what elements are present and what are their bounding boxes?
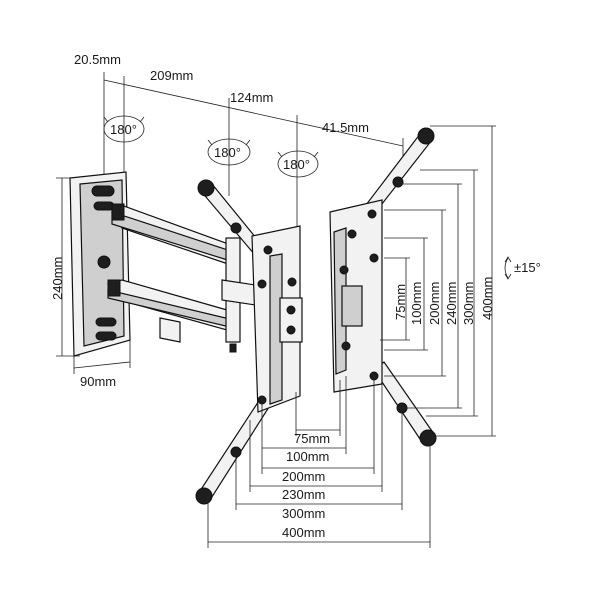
rotation-arrow-icon <box>103 115 145 143</box>
arm-end-cap-icon <box>419 429 437 447</box>
rotation-label-3: 180° <box>283 157 310 172</box>
rotation-arrowhead-icon <box>277 151 319 158</box>
rail-hole-icon <box>287 277 297 287</box>
cable-clip <box>159 317 181 343</box>
tilt-screw-icon <box>286 325 296 335</box>
wall-slot-top-icon <box>91 185 115 197</box>
tilt-arrowhead-icon <box>504 256 512 280</box>
rotation-indicator-2: 180° <box>207 138 251 166</box>
arm-end-cap-icon <box>197 179 215 197</box>
vesa-h-label-100: 100mm <box>286 449 329 464</box>
wall-slot-bottom2-icon <box>95 331 117 341</box>
rotation-indicator-1: 180° <box>103 115 145 143</box>
vesa-plate <box>195 127 437 505</box>
tilt-indicator: ±15° <box>504 256 541 280</box>
vesa-left-rail-slot <box>269 253 283 405</box>
vesa-hole-icon <box>230 222 242 234</box>
vesa-right-rail-slot <box>333 227 347 375</box>
vesa-hole-icon <box>392 176 404 188</box>
articulating-arms <box>106 203 263 353</box>
vesa-v-label-400: 400mm <box>480 277 495 320</box>
vesa-v-label-75: 75mm <box>393 284 408 320</box>
elbow-bolt-icon <box>229 343 237 353</box>
rail-hole-icon <box>339 265 349 275</box>
arm-end-cap-icon <box>195 487 213 505</box>
tilt-screw-icon <box>286 305 296 315</box>
vesa-v-label-300: 300mm <box>461 282 476 325</box>
vesa-v-label-200: 200mm <box>427 282 442 325</box>
rail-hole-icon <box>367 209 377 219</box>
vesa-right-cutout <box>341 285 363 327</box>
rotation-arrowhead-icon <box>103 116 145 123</box>
arm-length-label-3: 124mm <box>230 90 273 105</box>
rotation-arrow-icon <box>277 150 319 178</box>
vesa-v-label-100: 100mm <box>409 282 424 325</box>
rotation-arrowhead-icon <box>207 139 251 146</box>
rail-hole-icon <box>257 279 267 289</box>
wall-plate-height-label: 240mm <box>50 257 65 300</box>
vesa-vertical-dimensions: 75mm 100mm 200mm 240mm 300mm 400mm <box>380 125 496 437</box>
tilt-label: ±15° <box>514 260 541 275</box>
arm-length-label-4: 41.5mm <box>322 120 369 135</box>
rotation-arrow-icon <box>207 138 251 166</box>
vesa-v-label-240: 240mm <box>444 282 459 325</box>
wall-plate-width-label: 90mm <box>80 374 116 389</box>
rail-hole-icon <box>369 253 379 263</box>
upper-arm-side <box>111 211 235 263</box>
arm-end-cap-icon <box>417 127 435 145</box>
vesa-h-label-230: 230mm <box>282 487 325 502</box>
vesa-h-label-200: 200mm <box>282 469 325 484</box>
wall-hole-center-icon <box>97 255 111 269</box>
rotation-indicator-3: 180° <box>277 150 319 178</box>
tilt-arrow-icon <box>504 257 509 279</box>
wall-slot-top2-icon <box>93 201 115 211</box>
rail-hole-icon <box>347 229 357 239</box>
arm-length-label-2: 209mm <box>150 68 193 83</box>
arm-length-dimension: 20.5mm 209mm 124mm 41.5mm <box>74 52 404 236</box>
upper-hinge-icon <box>111 203 125 221</box>
tilt-knob-housing <box>279 297 303 343</box>
vesa-h-label-300: 300mm <box>282 506 325 521</box>
rotation-label-2: 180° <box>214 145 241 160</box>
vesa-arm-bottom-right <box>373 361 435 443</box>
rotation-label-1: 180° <box>110 122 137 137</box>
arm-length-baseline <box>103 79 404 147</box>
rail-hole-icon <box>341 341 351 351</box>
lower-hinge-icon <box>107 279 121 297</box>
vesa-horizontal-dimensions: 75mm 100mm 200mm 230mm 300mm 400mm <box>207 376 431 548</box>
vesa-h-label-75: 75mm <box>294 431 330 446</box>
wall-width-dimension-line <box>73 361 131 369</box>
vesa-h-label-400: 400mm <box>282 525 325 540</box>
rail-hole-icon <box>263 245 273 255</box>
arm-length-label-1: 20.5mm <box>74 52 121 67</box>
wall-slot-bottom-icon <box>95 317 117 327</box>
